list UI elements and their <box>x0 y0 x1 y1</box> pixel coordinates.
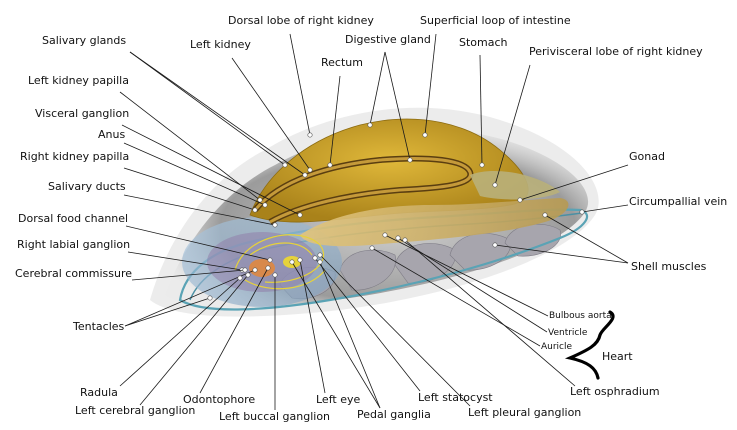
leader-dot-shell-muscles <box>493 243 497 247</box>
label-cerebral-commissure: Cerebral commissure <box>15 267 132 280</box>
leader-dot-auricle <box>370 246 374 250</box>
leader-dot-perivisceral-lobe-right-kidney <box>493 183 497 187</box>
leader-dot-left-statocyst <box>313 256 317 260</box>
label-auricle: Auricle <box>541 342 573 352</box>
leader-dot-ventricle <box>396 236 400 240</box>
leader-dot-salivary-glands <box>283 163 287 167</box>
label-stomach: Stomach <box>459 36 508 49</box>
leader-dot-gonad <box>518 198 522 202</box>
leader-dot-bulbous-aorta <box>383 233 387 237</box>
label-shell-muscles: Shell muscles <box>631 260 707 273</box>
label-pedal-ganglia: Pedal ganglia <box>357 408 431 421</box>
leader-line-salivary-glands <box>130 52 285 165</box>
leader-dot-salivary-ducts <box>273 223 277 227</box>
label-salivary-ducts: Salivary ducts <box>48 180 126 193</box>
label-perivisceral-lobe-right-kidney: Perivisceral lobe of right kidney <box>529 45 703 58</box>
leader-dot-left-kidney <box>308 168 312 172</box>
label-left-cerebral-ganglion: Left cerebral ganglion <box>75 404 195 417</box>
leader-dot-right-kidney-papilla <box>253 208 257 212</box>
label-left-statocyst: Left statocyst <box>418 391 493 404</box>
label-digestive-gland: Digestive gland <box>345 33 431 46</box>
leader-dot-left-kidney-papilla <box>258 198 262 202</box>
label-left-kidney: Left kidney <box>190 38 251 51</box>
label-visceral-ganglion: Visceral ganglion <box>35 107 129 120</box>
label-left-pleural-ganglion: Left pleural ganglion <box>468 406 581 419</box>
leader-dot-pedal-ganglia <box>318 260 322 264</box>
heart-brace-icon <box>570 312 613 378</box>
leader-dot-visceral-ganglion <box>298 213 302 217</box>
label-radula: Radula <box>80 386 118 399</box>
leader-dot-left-pleural-ganglion <box>318 253 322 257</box>
leader-dot-shell-muscles <box>543 213 547 217</box>
label-dorsal-lobe-right-kidney: Dorsal lobe of right kidney <box>228 14 374 27</box>
leader-dot-left-eye <box>298 258 302 262</box>
leader-dot-dorsal-food-channel <box>268 258 272 262</box>
leader-dot-superficial-loop-intestine <box>423 133 427 137</box>
leader-dot-stomach <box>480 163 484 167</box>
label-left-eye: Left eye <box>316 393 360 406</box>
label-ventricle: Ventricle <box>548 328 588 338</box>
label-left-buccal-ganglion: Left buccal ganglion <box>219 410 330 423</box>
label-left-kidney-papilla: Left kidney papilla <box>28 74 129 87</box>
label-left-osphradium: Left osphradium <box>570 385 660 398</box>
leader-dot-digestive-gland <box>408 158 412 162</box>
label-right-labial-ganglion: Right labial ganglion <box>17 238 130 251</box>
leader-dot-radula <box>238 276 242 280</box>
leader-dot-cerebral-commissure <box>243 268 247 272</box>
label-right-kidney-papilla: Right kidney papilla <box>20 150 129 163</box>
leader-dot-digestive-gland <box>368 123 372 127</box>
label-bulbous-aorta: Bulbous aorta <box>549 311 612 321</box>
leader-dot-circumpallial-vein <box>580 210 584 214</box>
leader-dot-left-buccal-ganglion <box>273 273 277 277</box>
label-dorsal-food-channel: Dorsal food channel <box>18 212 128 225</box>
leader-line-dorsal-lobe-right-kidney <box>290 34 310 135</box>
label-heart: Heart <box>602 350 633 363</box>
label-circumpallial-vein: Circumpallial vein <box>629 195 727 208</box>
label-gonad: Gonad <box>629 150 665 163</box>
label-salivary-glands: Salivary glands <box>42 34 126 47</box>
leader-dot-salivary-glands <box>303 173 307 177</box>
label-superficial-loop-intestine: Superficial loop of intestine <box>420 14 571 27</box>
leader-dot-left-cerebral-ganglion <box>246 273 250 277</box>
leader-dot-tentacles <box>208 296 212 300</box>
leader-dot-tentacles <box>253 268 257 272</box>
leader-dot-dorsal-lobe-right-kidney <box>308 133 312 137</box>
leader-dot-left-osphradium <box>403 238 407 242</box>
leader-dot-odontophore <box>266 266 270 270</box>
label-rectum: Rectum <box>321 56 363 69</box>
leader-line-salivary-glands <box>130 52 305 175</box>
leader-dot-rectum <box>328 163 332 167</box>
label-tentacles: Tentacles <box>72 320 125 333</box>
leader-dot-pedal-ganglia <box>290 260 294 264</box>
leader-dot-anus <box>263 203 267 207</box>
label-anus: Anus <box>98 128 125 141</box>
